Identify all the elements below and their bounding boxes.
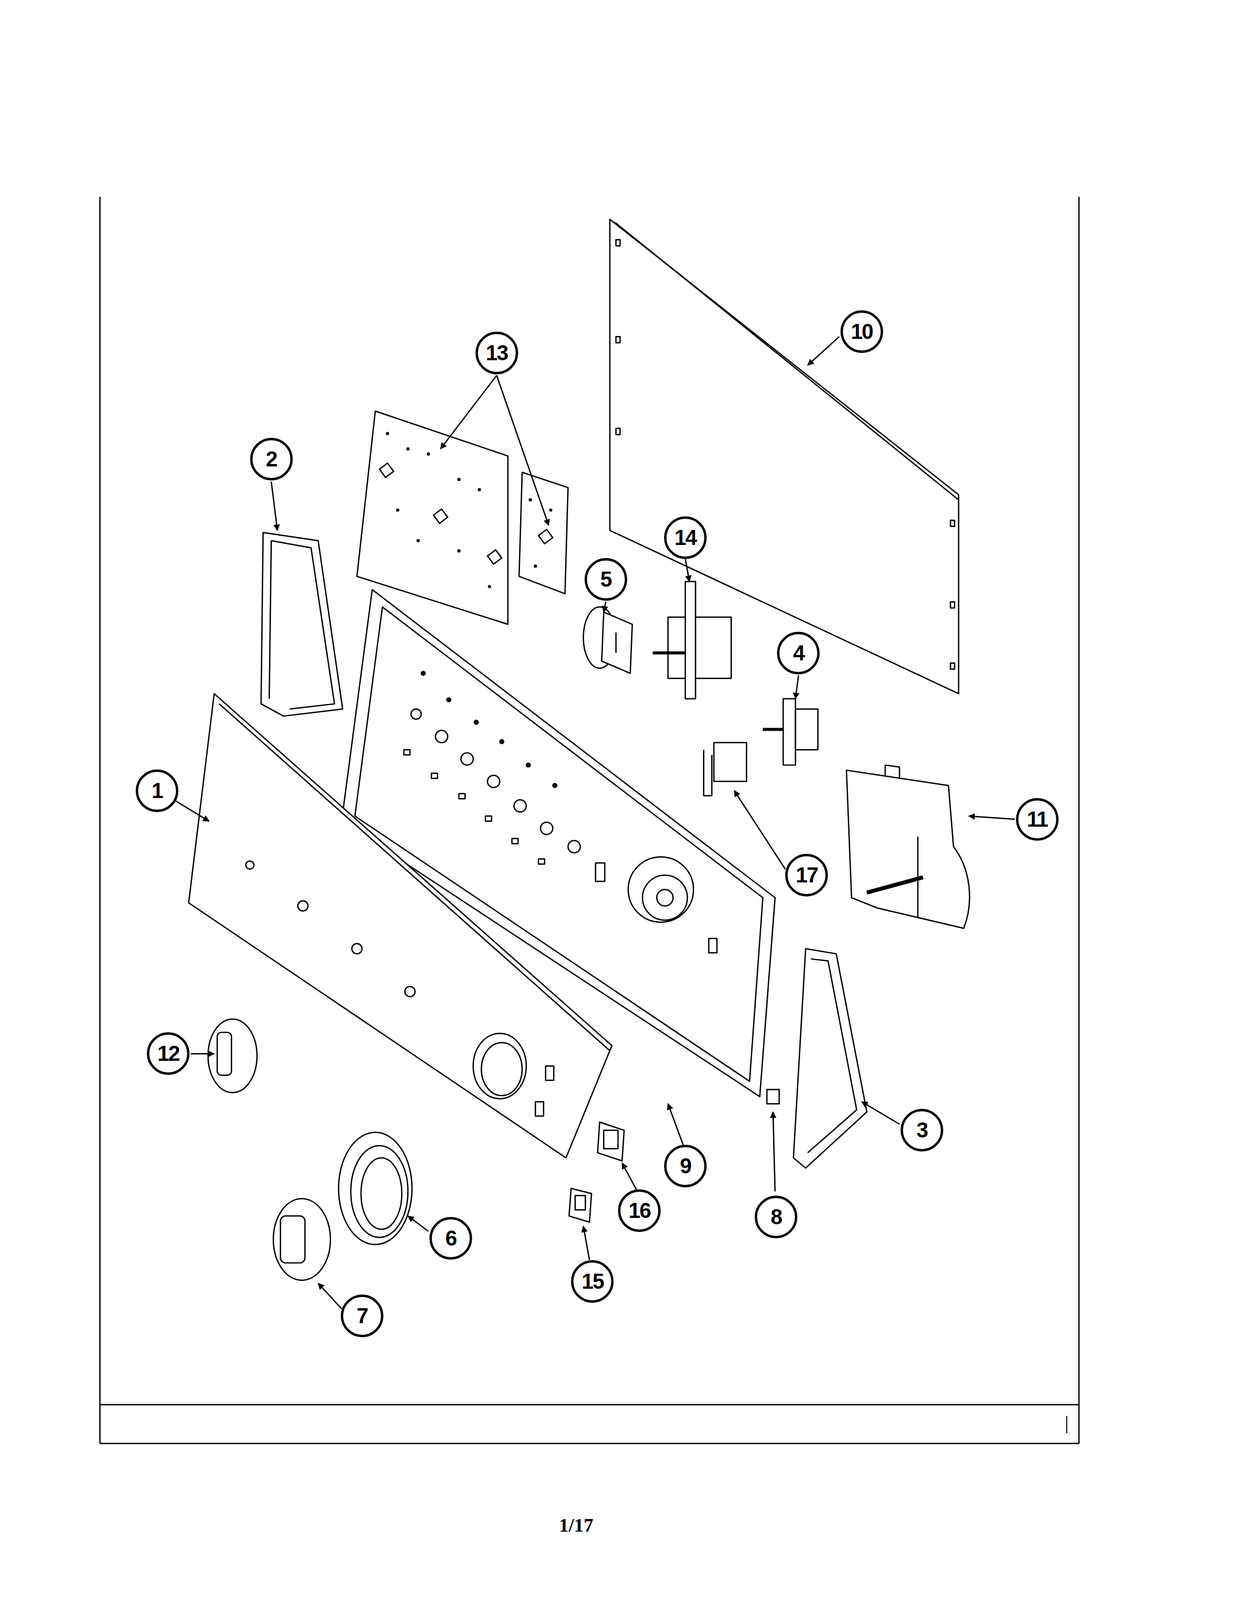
circuit-boards (356, 375, 569, 624)
callout-number: 8 (754, 1195, 798, 1238)
back-panel (609, 219, 959, 694)
dial-ring (338, 1131, 429, 1244)
selector-switch (652, 558, 732, 699)
timer-cover (846, 764, 1015, 929)
page-number: 1/17 (558, 1513, 594, 1537)
callout-number: 16 (618, 1188, 661, 1232)
potentiometer (583, 601, 633, 673)
callout-number: 9 (664, 1144, 707, 1188)
callout-number: 11 (1015, 797, 1059, 841)
front-panel (175, 693, 613, 1158)
small-switch (762, 675, 819, 765)
callout-number: 14 (664, 516, 707, 559)
callout-number: 10 (840, 310, 884, 353)
left-end-cap (261, 481, 343, 716)
right-end-cap (793, 948, 900, 1168)
callout-number: 3 (900, 1108, 944, 1152)
callout-number: 7 (340, 1294, 384, 1337)
callout-number: 17 (785, 853, 828, 897)
page-frame (99, 196, 1079, 1443)
rocker-switch (597, 1121, 638, 1191)
callout-number: 4 (776, 631, 820, 675)
callout-number: 13 (475, 331, 519, 375)
timer-knob (273, 1198, 342, 1309)
relay (703, 742, 786, 870)
knob (190, 1018, 257, 1093)
callout-number: 12 (146, 1031, 190, 1075)
rocker-switch (569, 1188, 592, 1260)
callout-number: 2 (250, 437, 293, 481)
callout-number: 5 (584, 557, 628, 601)
clip (766, 1089, 779, 1191)
callout-number: 15 (570, 1259, 614, 1303)
callout-number: 6 (429, 1216, 473, 1260)
callout-number: 1 (135, 769, 179, 812)
